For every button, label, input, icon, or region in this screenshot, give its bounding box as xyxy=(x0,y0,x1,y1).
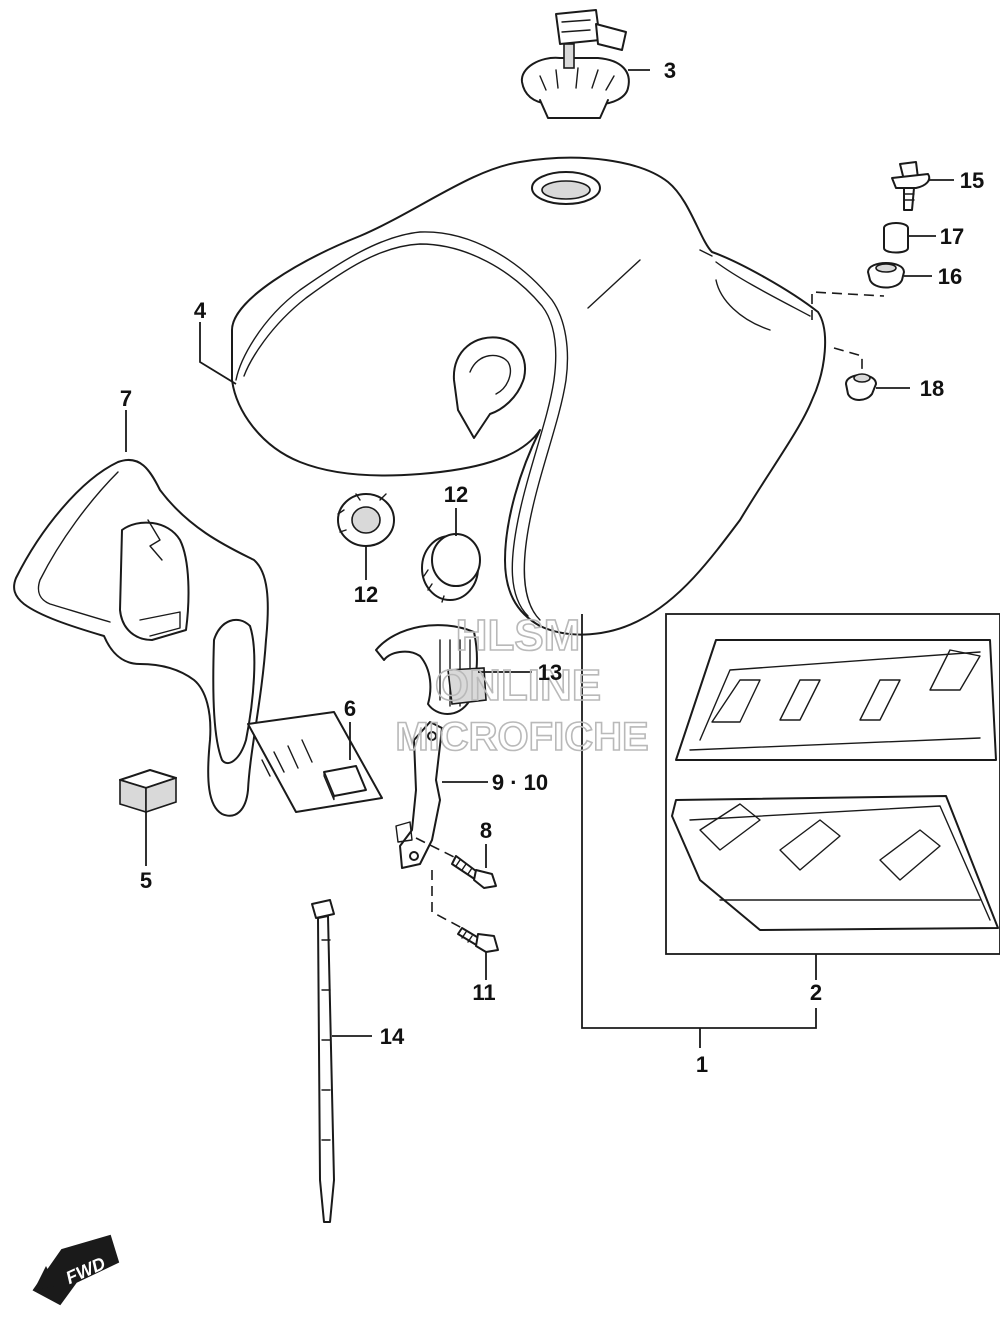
grommet-upper[interactable] xyxy=(867,262,905,289)
callout-9-10[interactable]: 9 · 10 xyxy=(492,770,548,795)
fuel-tank[interactable] xyxy=(231,156,827,636)
tank-guard[interactable] xyxy=(375,624,487,715)
collar[interactable] xyxy=(883,222,909,254)
watermark-line-1: HLSM xyxy=(456,611,581,660)
callout-6[interactable]: 6 xyxy=(344,696,356,721)
callout-1[interactable]: 1 xyxy=(696,1052,708,1077)
callout-18[interactable]: 18 xyxy=(920,376,944,401)
cushion-lower[interactable] xyxy=(421,533,481,603)
leader-lines xyxy=(125,69,954,1048)
decal-set[interactable] xyxy=(665,613,1000,955)
cushion-upper[interactable] xyxy=(337,493,395,547)
fuel-cap[interactable] xyxy=(520,9,630,119)
watermark-line-3: MICROFICHE xyxy=(395,715,648,759)
callout-3[interactable]: 3 xyxy=(664,58,676,83)
callout-7[interactable]: 7 xyxy=(120,386,132,411)
rubber-block[interactable] xyxy=(119,769,177,814)
bolt-lower[interactable] xyxy=(457,927,499,953)
callout-2[interactable]: 2 xyxy=(810,980,822,1005)
watermark: HLSM ONLINE MICROFICHE xyxy=(395,610,650,760)
callout-8[interactable]: 8 xyxy=(480,818,492,843)
callout-12-lower[interactable]: 12 xyxy=(444,482,468,507)
callout-11[interactable]: 11 xyxy=(472,980,495,1005)
side-cover[interactable] xyxy=(13,459,269,817)
callout-5[interactable]: 5 xyxy=(140,868,152,893)
tank-mount-bolt[interactable] xyxy=(891,161,931,211)
callout-4[interactable]: 4 xyxy=(194,298,207,323)
callout-14[interactable]: 14 xyxy=(380,1024,405,1049)
grommet-lower[interactable] xyxy=(845,373,877,401)
callout-17[interactable]: 17 xyxy=(940,224,964,249)
side-cover-pad[interactable] xyxy=(247,711,383,813)
mounting-bracket[interactable] xyxy=(395,721,443,869)
callout-16[interactable]: 16 xyxy=(938,264,962,289)
watermark-line-2: ONLINE xyxy=(435,661,601,710)
callouts: 3 4 7 12 12 13 6 9 · 10 8 5 11 14 15 17 … xyxy=(120,58,984,1077)
callout-13[interactable]: 13 xyxy=(538,660,562,685)
bolt-upper[interactable] xyxy=(451,855,497,889)
callout-12-upper[interactable]: 12 xyxy=(354,582,378,607)
fwd-arrow-icon: FWD xyxy=(32,1234,120,1306)
callout-15[interactable]: 15 xyxy=(960,168,984,193)
cable-tie[interactable] xyxy=(311,899,335,1223)
